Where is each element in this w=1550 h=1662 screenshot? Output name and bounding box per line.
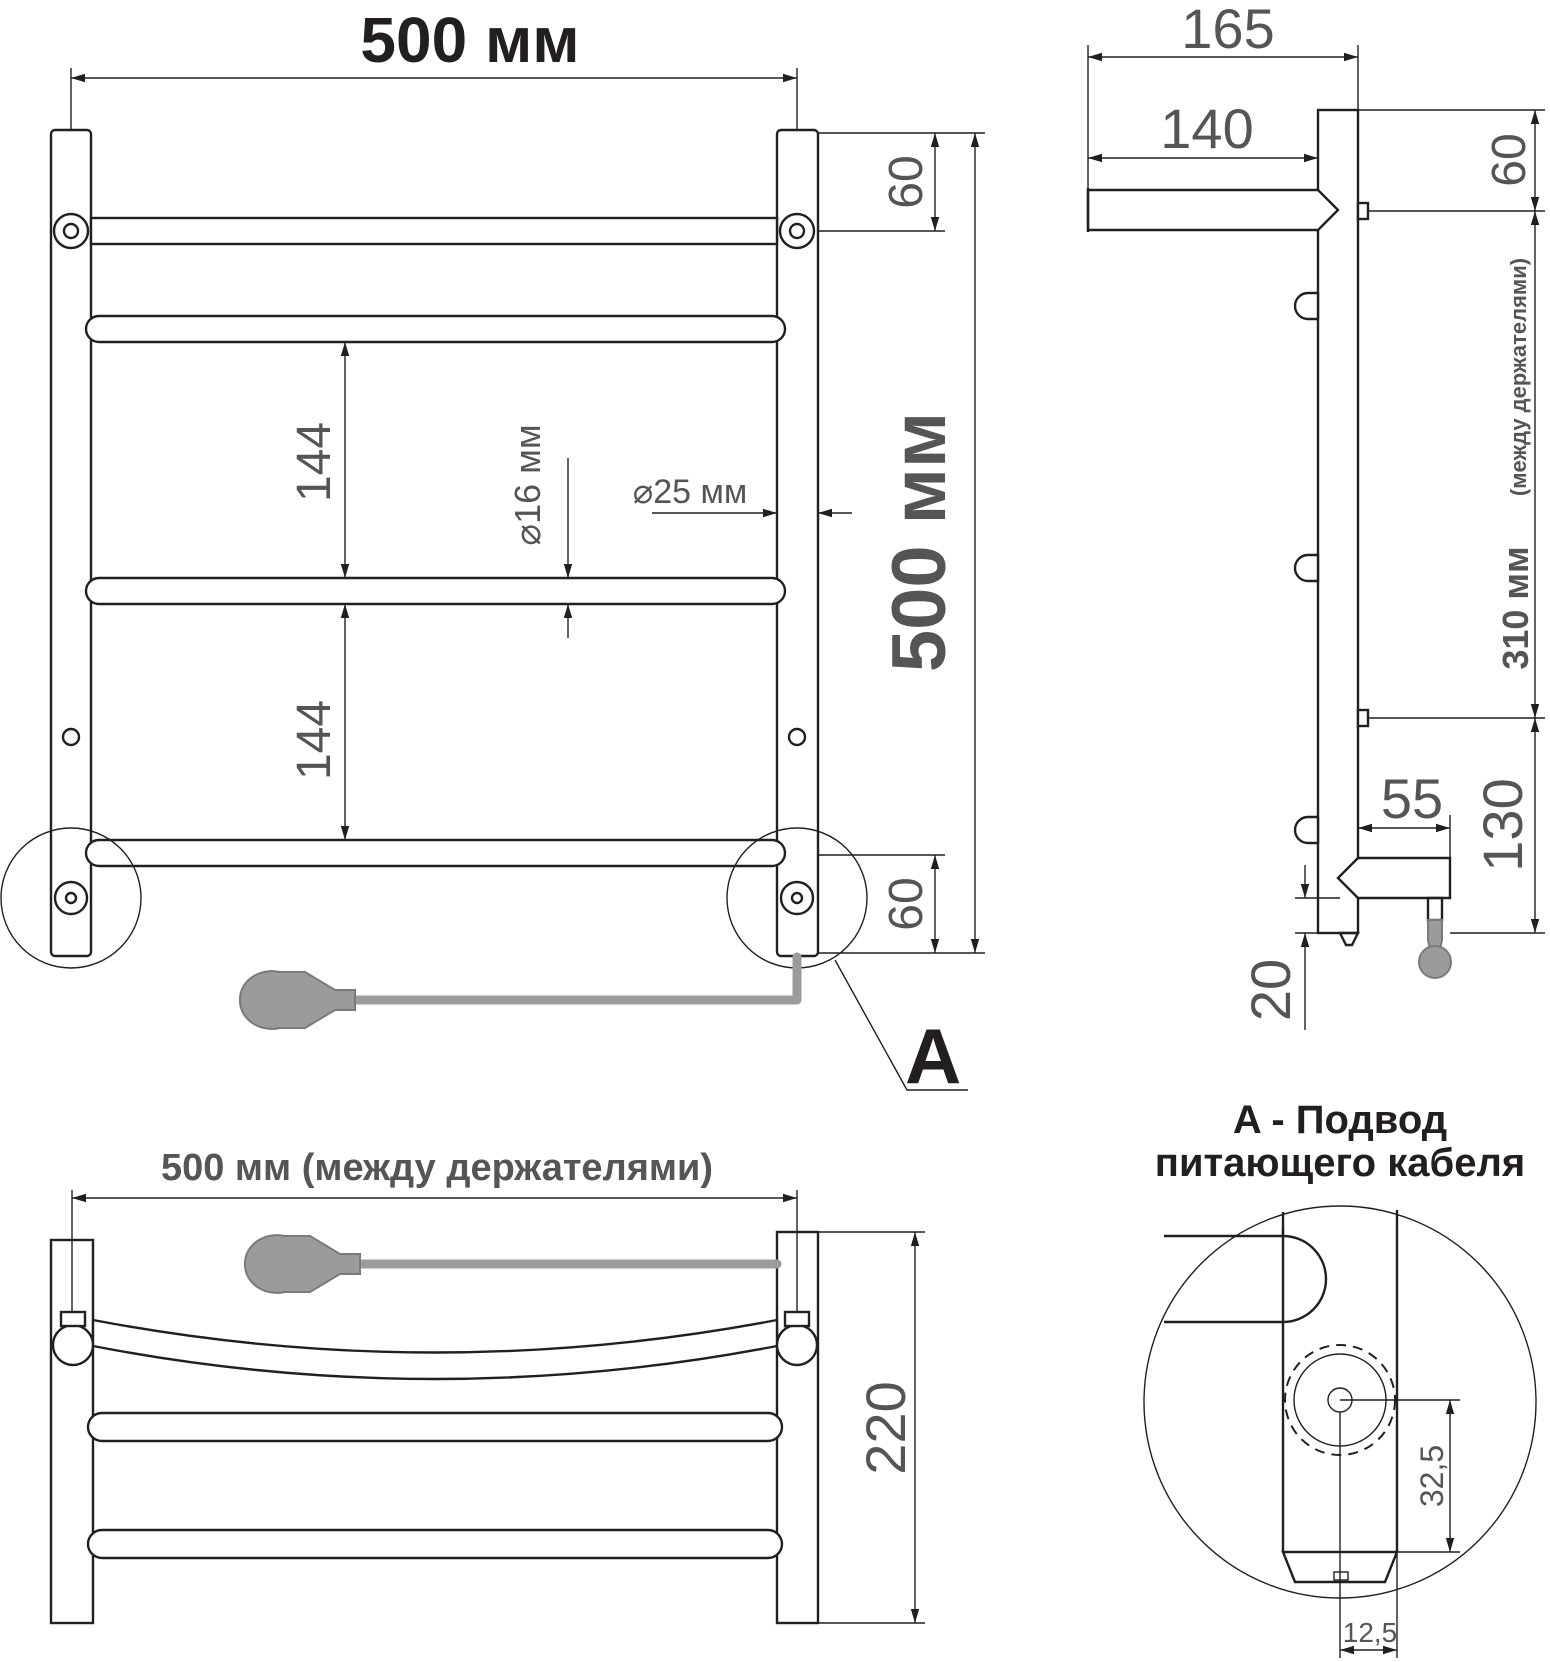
bar-4 bbox=[84, 838, 787, 868]
post-diameter-label: ⌀25 мм bbox=[633, 473, 747, 511]
front-height-label: 500 мм bbox=[877, 412, 962, 672]
side-mount-spacing-note: (между держателями) bbox=[1506, 258, 1531, 496]
detail-vertical-offset: 32,5 bbox=[1414, 1445, 1450, 1507]
side-depth-bar: 140 bbox=[1160, 97, 1253, 160]
front-width-label: 500 мм bbox=[360, 4, 579, 76]
cable-outlet bbox=[1336, 856, 1452, 900]
side-view: 165 140 60 310 мм (между держателями) 13… bbox=[1086, 0, 1545, 1030]
front-spacing-upper: 144 bbox=[288, 422, 341, 502]
callout-leader bbox=[834, 959, 968, 1091]
top-view: 500 мм (между держателями) 220 bbox=[49, 1147, 925, 1625]
wall-bracket-top bbox=[1356, 201, 1370, 221]
left-post bbox=[49, 128, 93, 958]
top-view-plug-icon bbox=[243, 1234, 361, 1294]
bottom-detail-circle-left bbox=[0, 827, 142, 969]
bar-2 bbox=[84, 314, 787, 344]
top-view-bracket-right bbox=[775, 1323, 819, 1367]
top-view-bar-3 bbox=[86, 1528, 784, 1560]
top-view-bracket-left bbox=[51, 1323, 95, 1367]
top-view-curved-bar bbox=[91, 1318, 779, 1381]
bar-3 bbox=[84, 576, 787, 606]
side-top-offset: 60 bbox=[1483, 133, 1536, 186]
side-top-arm bbox=[1086, 188, 1340, 232]
bracket-ring-left bbox=[52, 212, 90, 250]
front-top-offset: 60 bbox=[880, 155, 933, 208]
front-spacing-lower: 144 bbox=[288, 700, 341, 780]
detail-title-line2: питающего кабеля bbox=[1155, 1141, 1525, 1185]
callout-label: A bbox=[905, 1012, 961, 1100]
bar-stub-1 bbox=[1293, 291, 1320, 321]
bar-stub-3 bbox=[1293, 815, 1320, 845]
side-bottom-offset: 130 bbox=[1471, 778, 1534, 871]
top-view-bar-2 bbox=[86, 1411, 784, 1443]
bar-stub-2 bbox=[1293, 553, 1320, 583]
side-post bbox=[1316, 108, 1360, 935]
power-cable bbox=[350, 952, 802, 1005]
top-view-width-label: 500 мм (между держателями) bbox=[161, 1147, 713, 1189]
plug-icon bbox=[238, 970, 356, 1030]
detail-a: A - Подвод питающего кабеля 32,5 12,5 bbox=[1143, 1098, 1537, 1658]
mount-point-left bbox=[61, 727, 81, 747]
bracket-ring-right bbox=[778, 212, 816, 250]
wall-bracket-bottom bbox=[1356, 708, 1370, 728]
mount-point-right bbox=[787, 727, 807, 747]
front-bottom-offset: 60 bbox=[880, 877, 933, 930]
front-view: A 500 мм 60 60 500 мм 144 144 ⌀16 мм ⌀25… bbox=[0, 4, 985, 1100]
bar-1 bbox=[89, 216, 779, 246]
side-base-gap: 20 bbox=[1239, 959, 1302, 1021]
detail-title-line1: A - Подвод bbox=[1233, 1098, 1447, 1142]
side-depth-total: 165 bbox=[1181, 0, 1274, 60]
detail-cable-outlet bbox=[1281, 1550, 1399, 1584]
side-cable-depth: 55 bbox=[1381, 767, 1443, 830]
detail-horizontal-offset: 12,5 bbox=[1343, 1617, 1398, 1648]
side-mount-spacing: 310 мм bbox=[1495, 546, 1536, 669]
right-post bbox=[775, 128, 820, 958]
bar-diameter-label: ⌀16 мм bbox=[507, 424, 548, 545]
top-view-depth-label: 220 bbox=[854, 1381, 917, 1474]
